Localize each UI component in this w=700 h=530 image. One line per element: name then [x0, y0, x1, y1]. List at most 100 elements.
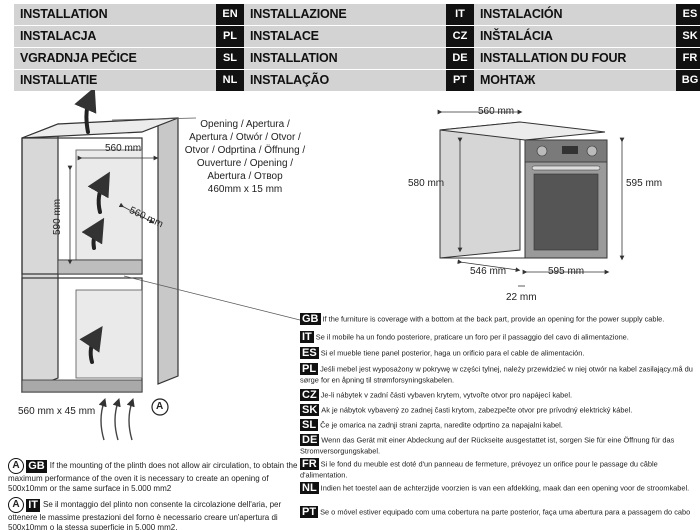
shelf — [57, 259, 143, 275]
instruction-text: Je-li nábytek v zadní části vybaven kryt… — [320, 390, 573, 400]
header-title: INSTALLATION DU FOUR — [480, 51, 627, 65]
marker-a-label: A — [156, 401, 164, 412]
cabinet-diagram — [21, 90, 300, 441]
header-cell: INSTALACJA PL — [14, 26, 244, 47]
header-title: INSTALLATION — [250, 51, 338, 65]
oven-depth-label: 546 mm — [470, 266, 507, 277]
lang-code: SL — [300, 419, 319, 431]
depth-dim-line — [118, 202, 155, 224]
header-title: INSTALLAZIONE — [250, 7, 347, 21]
header-code: ES — [676, 4, 700, 25]
instruction-text: Wenn das Gerät mit einer Abdeckung auf d… — [300, 435, 675, 456]
oven-door-label: 22 mm — [506, 292, 537, 303]
lang-code: NL — [300, 482, 319, 494]
airflow-arrows — [74, 90, 110, 364]
header-title: МОНТАЖ — [480, 73, 536, 87]
instruction-text: Si le fond du meuble est doté d'un panne… — [300, 459, 658, 480]
header-code: PL — [216, 26, 244, 47]
lang-code: GB — [300, 313, 321, 325]
header-title: INSTALACJA — [20, 29, 97, 43]
cabinet-left-panel — [21, 123, 59, 393]
instruction-text: Če je omarica na zadnji strani zaprta, n… — [320, 420, 563, 430]
oven-diagram — [437, 109, 625, 287]
header-code: BG — [676, 70, 700, 91]
marker-a-icon: A — [8, 458, 24, 474]
header-cell: INŠTALÁCIA SK — [474, 26, 700, 47]
header-title: INSTALLATION — [20, 7, 108, 21]
header-title: INŠTALÁCIA — [480, 29, 553, 43]
lang-code: PT — [300, 506, 319, 518]
instruction-text: Indien het toestel aan de achterzijde vo… — [320, 483, 690, 493]
marker-a-icon: A — [8, 497, 24, 513]
opening-leader — [111, 117, 197, 121]
instruction-text: Ak je nábytok vybavený zo zadnej časti k… — [321, 405, 633, 415]
header-cell: INSTALLATIE NL — [14, 70, 244, 91]
header-title: INSTALACIÓN — [480, 7, 563, 21]
oven-display — [562, 146, 578, 154]
lang-code: PL — [300, 363, 319, 375]
header-column-2: INSTALLAZIONE IT INSTALACE CZ INSTALLATION… — [244, 4, 474, 92]
lang-code: IT — [26, 498, 41, 512]
oven-inner-height-label: 580 mm — [408, 178, 445, 189]
cabinet-top — [21, 117, 179, 139]
header-code: FR — [676, 48, 700, 69]
plinth-intake-arrows — [98, 398, 135, 441]
plinth-opening-label: 560 mm x 45 mm — [18, 406, 96, 417]
cable-leader — [123, 275, 300, 321]
lang-code: SK — [300, 404, 320, 416]
instruction-text: Se o móvel estiver equipado com uma cobe… — [300, 507, 691, 521]
header-title: INSTALLATIE — [20, 73, 98, 87]
lang-code: GB — [26, 459, 47, 473]
header-column-1: INSTALLATION EN INSTALACJA PL VGRADNJA PEČ… — [14, 4, 244, 92]
header-cell: МОНТАЖ BG — [474, 70, 700, 91]
opening-size: 460mm x 15 mm — [207, 184, 283, 195]
header-cell: INSTALLATION EN — [14, 4, 244, 25]
note-text: If the mounting of the plinth does not a… — [8, 461, 298, 493]
oven-knob-right — [586, 145, 598, 157]
note-text: Se il montaggio del plinto non consente … — [8, 500, 282, 530]
header-code: EN — [216, 4, 244, 25]
header-title: INSTALACE — [250, 29, 319, 43]
oven-body-side — [439, 121, 521, 259]
header-cell: INSTALACE CZ — [244, 26, 474, 47]
instruction-text: Jeśli mebel jest wyposażony w pokrywę w … — [300, 364, 693, 385]
header-code: SL — [216, 48, 244, 69]
cabinet-inner-lower — [75, 289, 143, 379]
oven-front-width-label: 595 mm — [548, 266, 585, 277]
opening-caption: Opening / Apertura / Apertura / Otwór / … — [180, 118, 310, 196]
header-code: IT — [446, 4, 474, 25]
marker-a-circle — [151, 398, 169, 416]
oven-knob-left — [536, 145, 548, 157]
header-code: NL — [216, 70, 244, 91]
cabinet-width-label: 560 mm — [105, 143, 142, 154]
lang-code: FR — [300, 458, 319, 470]
header-code: SK — [676, 26, 700, 47]
header-code: CZ — [446, 26, 474, 47]
instruction-text: Si el mueble tiene panel posterior, haga… — [320, 348, 585, 358]
header-title: INSTALAÇÃO — [250, 73, 330, 87]
cabinet-right-panel — [157, 117, 179, 385]
oven-handle — [531, 165, 601, 171]
lang-code: CZ — [300, 389, 319, 401]
instruction-text: If the furniture is coverage with a bott… — [322, 314, 665, 324]
language-header-table: INSTALLATION EN INSTALACJA PL VGRADNJA PEČ… — [0, 4, 700, 92]
header-column-3: INSTALACIÓN ES INŠTALÁCIA SK INSTALLATION … — [474, 4, 700, 92]
lang-code: IT — [300, 331, 314, 343]
oven-body-top — [439, 121, 606, 141]
oven-width-label: 560 mm — [478, 106, 515, 117]
